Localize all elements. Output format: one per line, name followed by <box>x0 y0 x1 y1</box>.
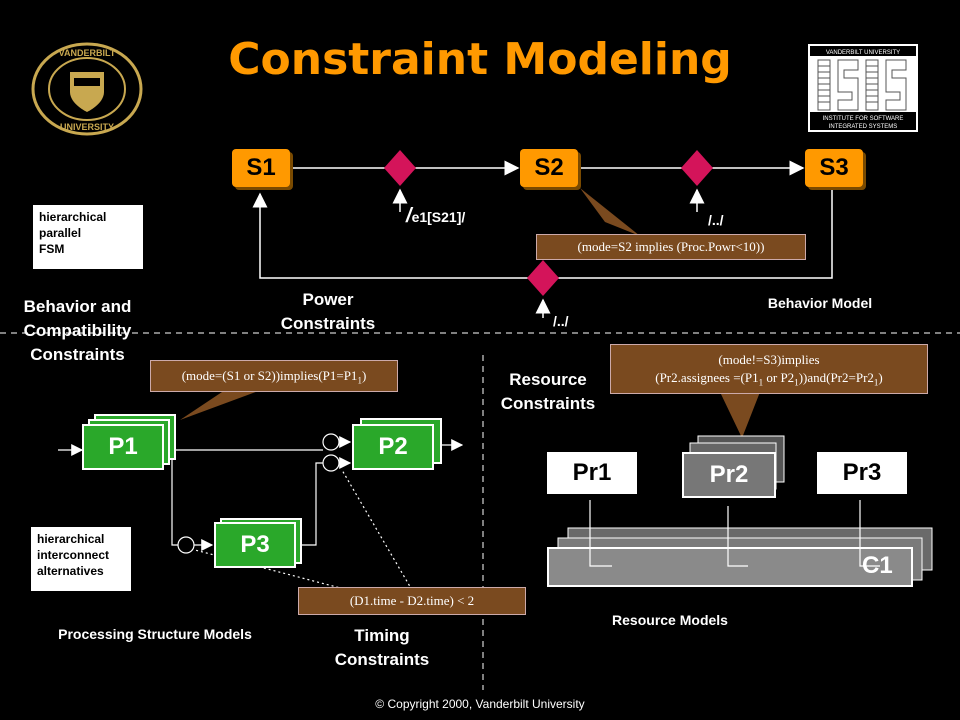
transition-diamond-2 <box>681 150 713 186</box>
processor-p3[interactable]: P3 <box>214 522 296 568</box>
transition-diamond-1 <box>384 150 416 186</box>
vanderbilt-seal-logo: VANDERBILT UNIVERSITY <box>31 42 143 136</box>
state-s2[interactable]: S2 <box>520 149 578 187</box>
behavior-compatibility-label: Behavior and Compatibility Constraints <box>23 297 132 364</box>
resource-pr3[interactable]: Pr3 <box>815 450 909 496</box>
interconnect-note-box: hierarchical interconnect alternatives <box>30 526 132 592</box>
fsm-note-box: hierarchical parallel FSM <box>32 204 144 270</box>
page-title: Constraint Modeling <box>228 34 732 85</box>
copyright-footer: © Copyright 2000, Vanderbilt University <box>375 697 585 711</box>
resource-models-label: Resource Models <box>612 612 728 628</box>
transition-diamond-3 <box>527 260 559 296</box>
processor-p1[interactable]: P1 <box>82 424 164 470</box>
timing-constraint-callout: (D1.time - D2.time) < 2 <box>298 587 526 615</box>
svg-text:INTEGRATED SYSTEMS: INTEGRATED SYSTEMS <box>829 124 898 130</box>
port-circle <box>322 454 340 472</box>
svg-text:VANDERBILT: VANDERBILT <box>59 48 116 58</box>
resource-constraints-label: Resource Constraints <box>500 370 596 413</box>
container-c1-label: C1 <box>862 552 893 579</box>
power-constraints-label: Power Constraints <box>280 290 376 333</box>
isis-logo: VANDERBILT UNIVERSITY INSTITUTE FOR SOFT… <box>808 44 918 132</box>
power-constraint-callout: (mode=S2 implies (Proc.Powr<10)) <box>536 234 806 260</box>
svg-text:INSTITUTE FOR SOFTWARE: INSTITUTE FOR SOFTWARE <box>823 116 904 122</box>
port-circle <box>322 433 340 451</box>
svg-text:VANDERBILT UNIVERSITY: VANDERBILT UNIVERSITY <box>826 50 900 56</box>
state-s3[interactable]: S3 <box>805 149 863 187</box>
processing-constraint-callout: (mode=(S1 or S2))implies(P1=P11) <box>150 360 398 392</box>
port-circle <box>177 536 195 554</box>
processing-models-label: Processing Structure Models <box>58 626 252 642</box>
resource-pr2[interactable]: Pr2 <box>682 452 776 498</box>
state-s1[interactable]: S1 <box>232 149 290 187</box>
behavior-model-label: Behavior Model <box>767 295 873 311</box>
timing-constraints-label: Timing Constraints <box>334 626 430 669</box>
transition-label-2: /../ <box>708 212 724 228</box>
resource-constraint-callout: (mode!=S3)implies (Pr2.assignees =(P11 o… <box>610 344 928 394</box>
transition-label-1: /e1[S21]/ <box>406 205 466 227</box>
processor-p2[interactable]: P2 <box>352 424 434 470</box>
resource-pr1[interactable]: Pr1 <box>545 450 639 496</box>
transition-label-back: /../ <box>553 313 569 329</box>
svg-text:UNIVERSITY: UNIVERSITY <box>60 122 114 132</box>
